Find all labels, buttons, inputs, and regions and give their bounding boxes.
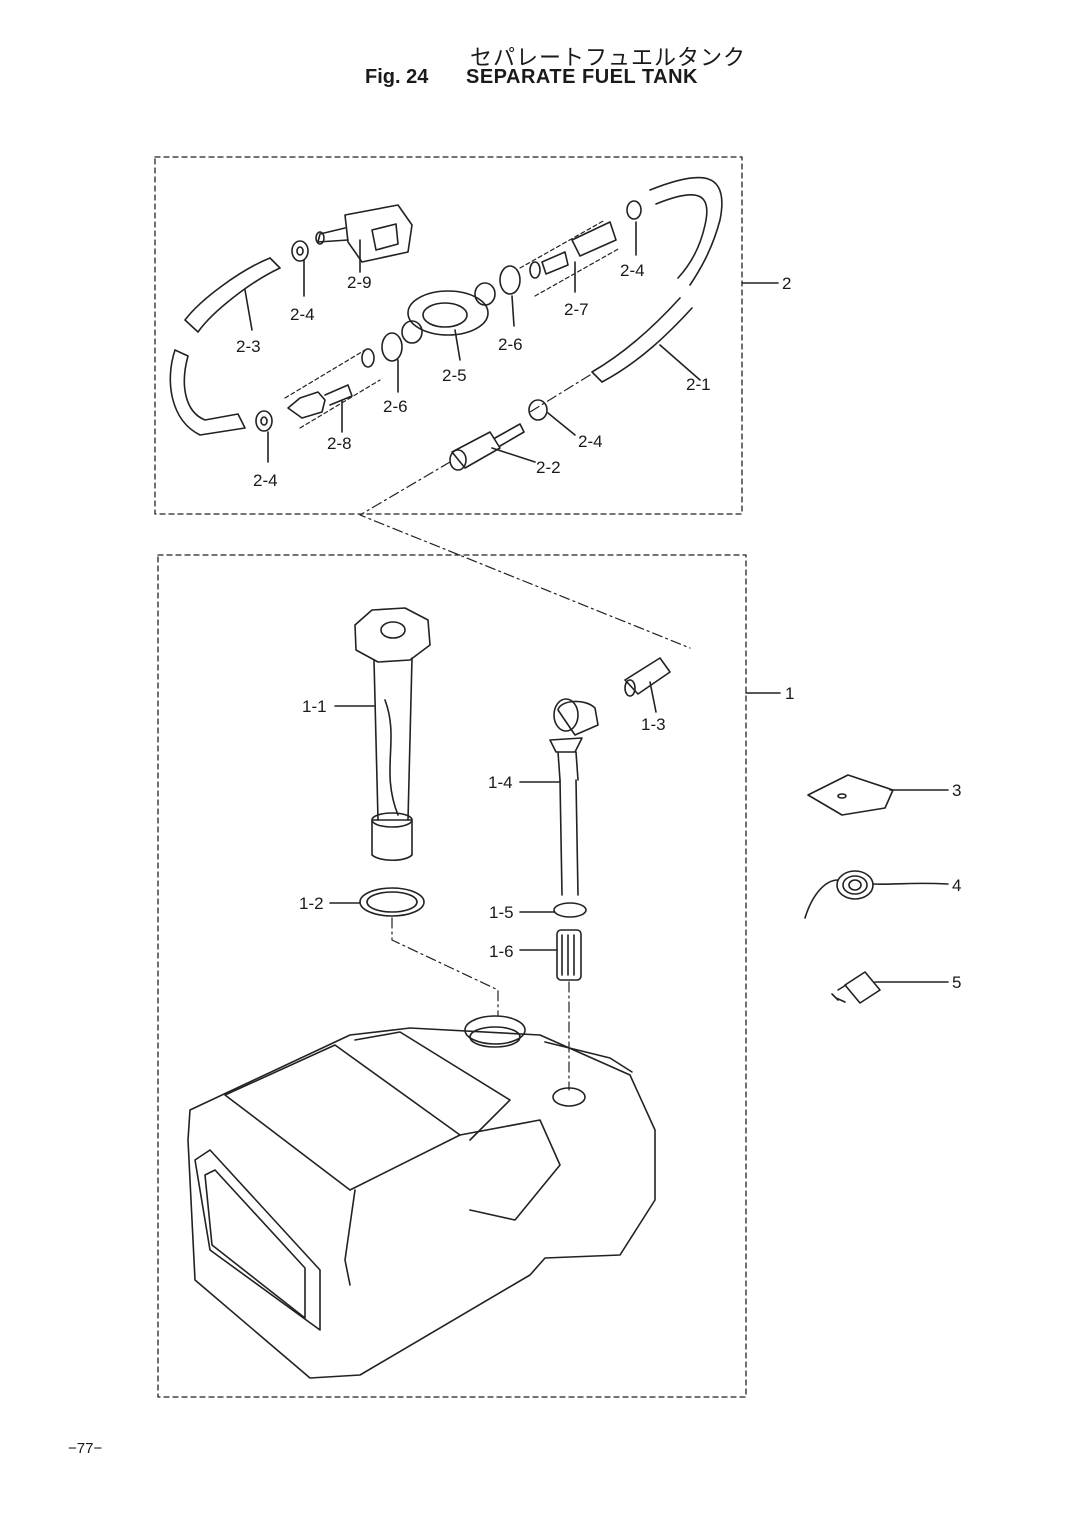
group-box-hose-assembly: [154, 156, 743, 515]
callout-2-6: 2-6: [498, 335, 523, 354]
o-ring-part: [553, 902, 587, 918]
fuel-connector-part: [315, 204, 413, 273]
hose-clamp-part: [626, 200, 642, 256]
primer-bulb-part: [401, 282, 496, 361]
group-box-tank-assembly: [157, 554, 747, 1398]
callout-2-4: 2-4: [578, 432, 603, 451]
callout-2-2: 2-2: [536, 458, 561, 477]
title-japanese: セパレートフュエルタンク: [470, 46, 747, 71]
callout-2-6: 2-6: [383, 397, 408, 416]
callout-2-4: 2-4: [290, 305, 315, 324]
callout-1-4: 1-4: [488, 773, 513, 792]
fuel-hose-part: [169, 349, 246, 436]
callout-1-6: 1-6: [489, 942, 514, 961]
callout-2-4: 2-4: [253, 471, 278, 490]
bulb-fitting-part: [499, 265, 521, 327]
callout-1-1: 1-1: [302, 697, 327, 716]
connector-assembly-part: [284, 348, 381, 433]
callout-2-9: 2-9: [347, 273, 372, 292]
fuel-hose-part: [184, 257, 281, 333]
tank-connector-part: [449, 423, 536, 471]
callout-2-4: 2-4: [620, 261, 645, 280]
leader-line: [244, 289, 253, 331]
page-number: −77−: [68, 1440, 103, 1457]
connection-line: [391, 917, 499, 1016]
callout-1-5: 1-5: [489, 903, 514, 922]
connector-assembly-part: [519, 219, 621, 297]
callout-2-7: 2-7: [564, 300, 589, 319]
hose-clamp-part: [291, 240, 309, 297]
callout-3: 3: [952, 781, 961, 800]
callout-1-3: 1-3: [641, 715, 666, 734]
connection-line: [359, 374, 691, 649]
callout-2: 2: [782, 274, 791, 293]
fuel-hose-part: [591, 297, 693, 383]
callout-4: 4: [952, 876, 961, 895]
fuel-gauge-part: [334, 607, 431, 862]
tank-union-part: [624, 657, 671, 713]
gauge-packing-part: [329, 887, 425, 917]
leader-line: [659, 344, 701, 381]
callout-2-3: 2-3: [236, 337, 261, 356]
suction-pipe-part: [519, 698, 599, 896]
sticker-part: [807, 774, 949, 816]
title-english: SEPARATE FUEL TANK: [466, 66, 698, 88]
callout-5: 5: [952, 973, 961, 992]
hose-clamp-part: [255, 410, 273, 463]
callout-1: 1: [785, 684, 794, 703]
hose-clamp-part: [528, 399, 576, 436]
callout-2-1: 2-1: [686, 375, 711, 394]
safety-lanyard-part: [804, 870, 949, 919]
bulb-fitting-part: [381, 332, 403, 393]
figure-label: Fig. 24: [365, 66, 429, 88]
callout-2-5: 2-5: [442, 366, 467, 385]
fuel-filter-part: [519, 929, 582, 981]
callout-1-2: 1-2: [299, 894, 324, 913]
callout-2-8: 2-8: [327, 434, 352, 453]
spare-filter-part: [831, 971, 949, 1004]
fuel-hose-part: [649, 176, 723, 286]
fuel-tank-body: [187, 1015, 656, 1379]
